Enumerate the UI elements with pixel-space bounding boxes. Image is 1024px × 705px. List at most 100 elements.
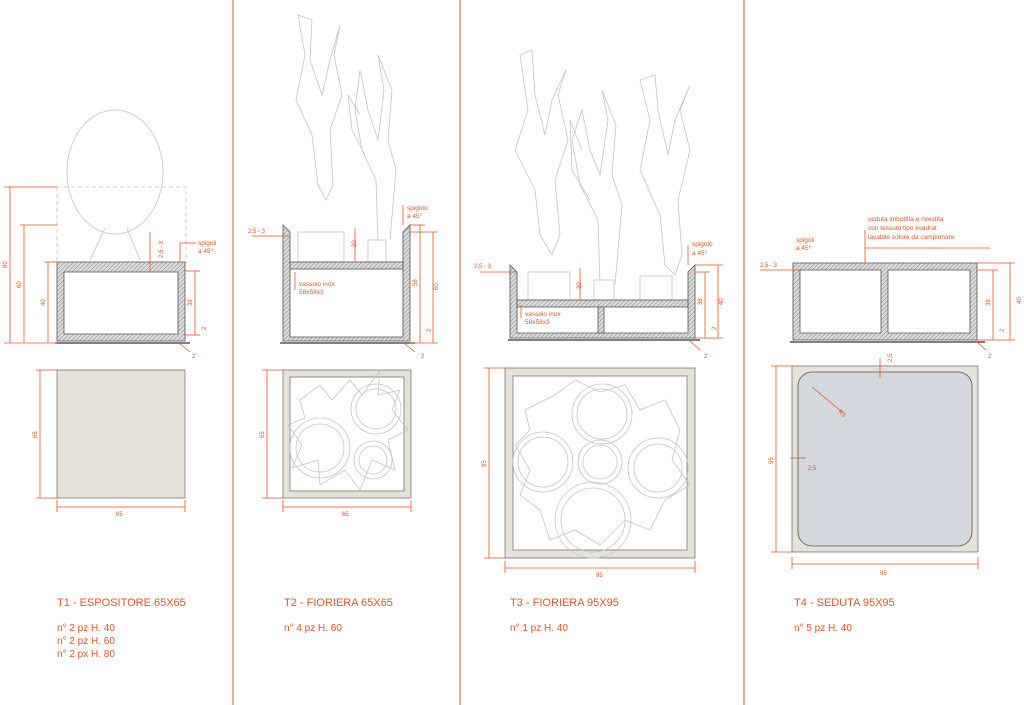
panel-t1: 80 60 40 38 2,5 - 3 2 2 spigoli a 45° 65… [3, 109, 216, 660]
ghost-height-80-outline [56, 186, 187, 264]
t4-dim-inset-side: 2,5 [808, 466, 817, 472]
ghost-pot [593, 279, 615, 301]
t3-dim-width: 95 [596, 573, 603, 579]
ghost-plant-plan [514, 379, 691, 546]
t3-qty-1: n° 1 pz H. 40 [510, 623, 568, 634]
t4-dim-inset-top: 2,5 [888, 353, 894, 362]
t3-dim-depth: 95 [482, 460, 488, 467]
t2-note-edges: spigolo [407, 205, 428, 212]
t4-elevation: 2,5 - 3 38 40 2 2 spigoli a 45° seduta i… [760, 216, 1023, 360]
t1-dim-40: 40 [41, 299, 47, 306]
t1-note-edges: spigoli [198, 240, 216, 247]
panel-t3: 2,5 - 3 20 38 40 2 2 spigolo a 45° vasso… [474, 49, 725, 634]
t1-dim-80: 80 [3, 261, 9, 268]
t4-dim-chamfer: 2,5 - 3 [760, 263, 778, 269]
t2-plan-inner [289, 376, 405, 492]
t2-tray [289, 261, 404, 270]
t2-note-tray: vassoio inox [299, 281, 336, 288]
t1-plan-top [56, 369, 186, 499]
t2-dim-side-2: 2 [421, 354, 425, 360]
t4-note-seat-3: lavabile colore da campionare [868, 234, 955, 241]
t3-dim-side-2: 2 [704, 354, 708, 360]
ghost-pot-plan [353, 440, 393, 480]
t1-dim-depth: 65 [33, 431, 39, 438]
ghost-pot-plan [627, 437, 689, 499]
t1-qty-1: n° 2 pz H. 40 [57, 623, 115, 634]
ghost-plant [514, 49, 569, 256]
t2-elevation: 2,5 - 3 20 58 60 2 2 spigolo a 45° vasso… [248, 14, 440, 360]
t3-note-tray-size: 58x58x3 [525, 319, 550, 326]
t3-title: T3 - FIORIERA 95X95 [510, 597, 619, 609]
t4-dim-side-2: 2 [988, 354, 992, 360]
panel-t2: 2,5 - 3 20 58 60 2 2 spigolo a 45° vasso… [248, 14, 440, 634]
ghost-plant-branch [571, 89, 623, 286]
ghost-pot-plan [577, 439, 623, 485]
t2-dim-bottom-2: 2 [427, 328, 433, 332]
ghost-pot [639, 275, 673, 301]
t1-qty-3: n° 2 px H. 80 [57, 649, 115, 660]
t2-qty-1: n° 4 pz H. 60 [284, 623, 342, 634]
t2-dim-width: 65 [342, 512, 349, 518]
t2-dim-depth: 65 [260, 431, 266, 438]
t2-dim-60: 60 [434, 283, 440, 290]
t4-note-edges: spigoli [796, 237, 814, 244]
ghost-pot [297, 231, 345, 263]
t3-dim-chamfer: 2,5 - 3 [474, 264, 492, 270]
t1-dim-side-2: 2 [192, 354, 196, 360]
t2-title: T2 - FIORIERA 65X65 [284, 597, 393, 609]
ghost-pot-plan [571, 383, 633, 445]
t1-plan: 65 65 [33, 369, 186, 518]
t4-cushion [797, 371, 973, 547]
ghost-pot-plan [350, 383, 402, 435]
t4-dim-bottom-2: 2 [1000, 328, 1006, 332]
t2-dim-20: 20 [352, 240, 358, 247]
ghost-plant [639, 74, 691, 276]
t4-box-section [792, 262, 978, 341]
t3-box-section [509, 264, 696, 339]
t2-dim-58: 58 [413, 279, 419, 286]
t4-note-seat-1: seduta imbottita e rivestita [868, 216, 944, 223]
t4-dim-38: 38 [986, 299, 992, 306]
t4-dim-40: 40 [1017, 297, 1023, 304]
ghost-plant [295, 14, 343, 201]
t3-dim-20: 20 [577, 282, 583, 289]
t3-note-edges-angle: a 45° [692, 249, 708, 257]
t3-note-edges: spigolo [692, 241, 713, 248]
ghost-display-object [66, 109, 164, 235]
t4-dim-depth: 95 [769, 457, 775, 464]
ghost-pot [527, 271, 571, 301]
t1-dim-60: 60 [17, 281, 23, 288]
ghost-pot-plan [512, 431, 574, 493]
t4-note-edges-angle: a 45° [796, 244, 812, 252]
t1-box-section [56, 261, 186, 342]
t1-dim-chamfer: 2,5 - 3 [159, 240, 165, 258]
t3-tray [516, 299, 689, 308]
ghost-pot-plan [289, 417, 351, 479]
t4-dim-width: 95 [880, 571, 887, 577]
t4-dim-radius: R5 [837, 409, 847, 419]
t4-plan: R5 2,5 2,5 95 95 [769, 353, 979, 577]
t3-plan-inner [512, 375, 688, 551]
t4-note-seat-2: con tessuto tipo kvadrat [868, 225, 937, 232]
t1-dim-38: 38 [188, 299, 194, 306]
t3-tray-support [597, 306, 605, 334]
t2-note-edges-angle: a 45° [407, 212, 423, 220]
t3-dim-bottom-2: 2 [712, 326, 718, 330]
t1-note-edges-angle: a 45° [198, 247, 214, 255]
t1-title: T1 - ESPOSITORE 65X65 [57, 597, 186, 609]
t3-note-tray: vassoio inox [525, 311, 562, 318]
t3-dim-40: 40 [719, 298, 725, 305]
t3-plan: 95 95 [482, 367, 696, 579]
t2-dim-chamfer: 2,5 - 3 [248, 229, 266, 235]
t4-title: T4 - SEDUTA 95X95 [794, 597, 895, 609]
t2-plan: 65 65 [260, 368, 412, 518]
t2-note-tray-size: 58x58x3 [299, 289, 324, 296]
t4-qty-1: n° 5 pz H. 40 [794, 623, 852, 634]
ghost-pot [367, 239, 387, 263]
t1-dim-width: 65 [116, 512, 123, 518]
t1-qty-2: n° 2 pz H. 60 [57, 636, 115, 647]
panel-t4: 2,5 - 3 38 40 2 2 spigoli a 45° seduta i… [760, 216, 1023, 634]
t1-elevation: 80 60 40 38 2,5 - 3 2 2 spigoli a 45° [3, 109, 216, 360]
t3-elevation: 2,5 - 3 20 38 40 2 2 spigolo a 45° vasso… [474, 49, 725, 360]
